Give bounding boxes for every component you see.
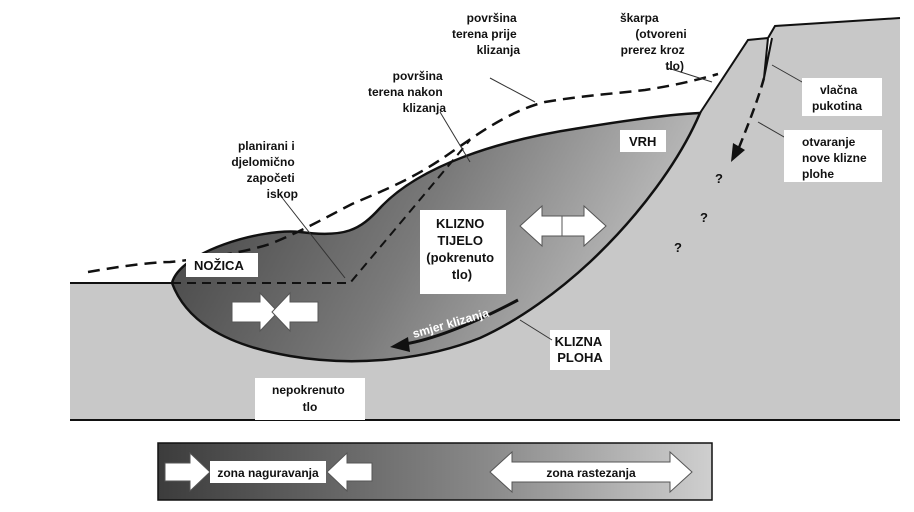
label-boxes (186, 78, 882, 420)
extension-arrows-icon (519, 204, 607, 248)
scarp-label: škarpa (otvoreni prerez kroz tlo) (620, 11, 690, 73)
crown-label: VRH (629, 134, 656, 149)
surface-before-label: površina terena prije klizanja (452, 11, 520, 57)
stable-ground-label: nepokrenuto tlo (272, 383, 348, 414)
legend-compression-arrow-right-icon (326, 451, 373, 493)
slide-body-label: KLIZNO TIJELO (pokrenuto tlo) (426, 216, 498, 282)
slip-direction-arrowhead (390, 337, 410, 352)
legend-compression-arrow-left-icon (164, 451, 211, 493)
legend-extension-label: zona rastezanja (546, 466, 636, 480)
planned-excavation-label: planirani i djelomično započeti iskop (231, 139, 298, 201)
legend-compression-label: zona naguravanja (217, 466, 319, 480)
toe-label: NOŽICA (194, 258, 244, 273)
slip-direction-arrow (404, 298, 519, 346)
compression-arrows-icon (231, 291, 319, 333)
new-slip-plane-label: otvaranje nove klizne plohe (802, 135, 870, 181)
tension-crack-label: vlačna pukotina (812, 83, 862, 113)
legend-extension-arrow-icon (489, 450, 693, 494)
legend: zona naguravanja zona rastezanja (157, 442, 713, 501)
new-slip-plane-arrowhead (731, 143, 745, 162)
question-mark-1: ? (715, 171, 723, 186)
leader-lines (279, 64, 826, 279)
slip-surface-label: KLIZNA PLOHA (555, 334, 606, 365)
question-mark-2: ? (700, 210, 708, 225)
legend-compression-box (210, 461, 326, 483)
new-slip-plane-line (736, 77, 766, 151)
slip-surface-leader (519, 319, 553, 341)
planned-excavation-line (172, 139, 471, 284)
question-mark-3: ? (674, 240, 682, 255)
surface-after-label: površina terena nakon klizanja (368, 69, 446, 115)
